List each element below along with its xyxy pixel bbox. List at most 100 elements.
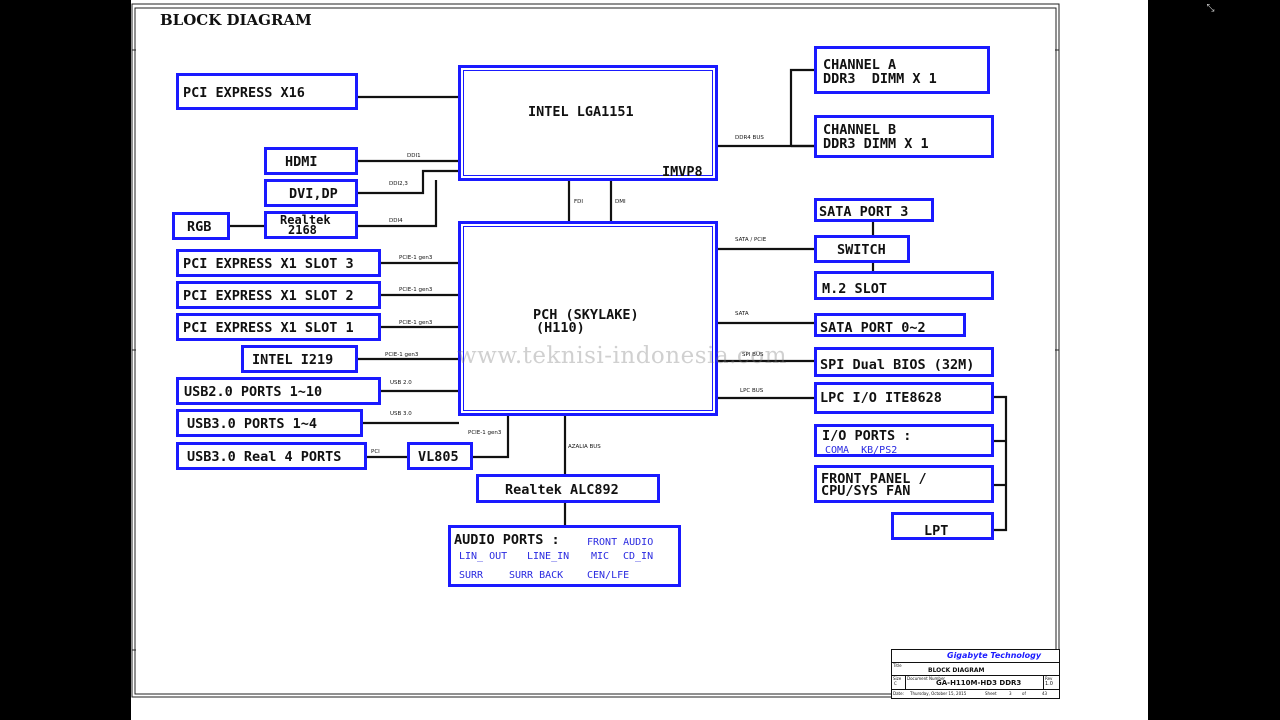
schematic-sheet: BLOCK DIAGRAM INTEL LGA1151 IMVP8 PCH (S…: [131, 0, 1148, 720]
sata-port3-label: SATA PORT 3: [819, 204, 909, 220]
pcie-x1-slot1-block: PCI EXPRESS X1 SLOT 1: [176, 313, 381, 341]
watermark-text: www.teknisi-indonesia.com: [457, 343, 787, 369]
cpu-block: INTEL LGA1151 IMVP8: [458, 65, 718, 181]
bus-ddi1: DDI1: [407, 153, 421, 159]
wire-lpc-bus-right: [992, 395, 1008, 532]
bus-usb20: USB 2.0: [390, 380, 412, 386]
lpc-io-block: LPC I/O ITE8628: [814, 382, 994, 414]
channel-a-line2: DDR3 DIMM X 1: [823, 71, 937, 87]
rgb-label: RGB: [187, 219, 212, 235]
m2-slot-block: M.2 SLOT: [814, 271, 994, 300]
tb-divider: [892, 675, 1059, 676]
vl805-label: VL805: [418, 449, 459, 465]
wire-chan-a: [789, 68, 814, 146]
bus-lpc: LPC BUS: [740, 388, 764, 394]
bus-pcie-gen3-slot1: PCIE-1 gen3: [399, 320, 433, 326]
channel-b-line2: DDR3 DIMM X 1: [823, 136, 929, 152]
bus-ddi4: DDI4: [389, 218, 403, 224]
company-name: Gigabyte Technology: [947, 651, 1042, 660]
lpc-io-label: LPC I/O ITE8628: [820, 390, 942, 406]
pcie-x1-slot1-label: PCI EXPRESS X1 SLOT 1: [183, 320, 354, 336]
sata-port3-block: SATA PORT 3: [814, 198, 934, 222]
tb-divider: [1043, 675, 1044, 689]
bus-pcie-gen3-i219: PCIE-1 gen3: [385, 352, 419, 358]
m2-slot-label: M.2 SLOT: [822, 281, 888, 297]
wiring-layer: [131, 3, 1060, 698]
inner-frame: [134, 7, 1057, 695]
front-panel-line1: FRONT PANEL /: [821, 471, 927, 487]
realtek-2168-line1: Realtek: [280, 213, 331, 227]
bus-pcie-gen3-vl805: PCIE-1 gen3: [468, 430, 502, 436]
usb2-ports-block: USB2.0 PORTS 1~10: [176, 377, 381, 405]
spi-bios-block: SPI Dual BIOS (32M): [814, 347, 994, 377]
lpt-label: LPT: [924, 523, 949, 539]
pcie-x1-slot2-label: PCI EXPRESS X1 SLOT 2: [183, 288, 354, 304]
switch-label: SWITCH: [837, 242, 886, 258]
channel-a-block: CHANNEL A DDR3 DIMM X 1: [814, 46, 990, 94]
bus-sata: SATA: [735, 311, 749, 317]
bus-pcie-gen3-slot2: PCIE-1 gen3: [399, 287, 433, 293]
pcie-x1-slot3-label: PCI EXPRESS X1 SLOT 3: [183, 256, 354, 272]
usb2-ports-label: USB2.0 PORTS 1~10: [184, 384, 323, 400]
tb-size-label: Size: [893, 676, 902, 681]
pcie-x16-label: PCI EXPRESS X16: [183, 85, 305, 101]
pch-block: PCH (SKYLAKE) (H110): [458, 221, 718, 416]
tb-sheet-value: 3: [1009, 691, 1012, 696]
tb-docnum-label: Document Number: [907, 676, 946, 681]
tb-divider: [892, 689, 1059, 690]
sata-port02-block: SATA PORT 0~2: [814, 313, 966, 337]
front-panel-block: FRONT PANEL / CPU/SYS FAN: [814, 465, 994, 503]
tb-divider: [892, 662, 1059, 663]
audio-surr-back-label: SURR BACK: [509, 570, 564, 581]
bus-ddr4: DDR4 BUS: [735, 135, 764, 141]
audio-cen-lfe-label: CEN/LFE: [587, 570, 630, 581]
spi-bios-label: SPI Dual BIOS (32M): [820, 357, 975, 373]
tb-of-value: 43: [1042, 691, 1048, 696]
audio-ports-label: AUDIO PORTS :: [454, 532, 560, 548]
audio-cd-in-label: CD_IN: [623, 551, 654, 562]
sata-port02-label: SATA PORT 0~2: [820, 320, 926, 336]
bus-usb30: USB 3.0: [390, 411, 412, 417]
front-panel-line2: CPU/SYS FAN: [821, 483, 911, 499]
audio-surr-label: SURR: [459, 570, 484, 581]
dvi-dp-block: DVI,DP: [264, 179, 358, 207]
tb-sheet-label: Sheet: [985, 691, 997, 696]
pcie-x1-slot2-block: PCI EXPRESS X1 SLOT 2: [176, 281, 381, 309]
audio-line-in-label: LINE_IN: [527, 551, 570, 562]
tb-date-value: Thursday, October 15, 2015: [910, 691, 967, 696]
pch-label-line1: PCH (SKYLAKE): [533, 307, 639, 323]
bus-pcie-gen3-slot3: PCIE-1 gen3: [399, 255, 433, 261]
io-ports-sub-label: COMA KB/PS2: [825, 445, 898, 456]
wire-vl805: [473, 414, 510, 459]
dvi-dp-label: DVI,DP: [289, 186, 338, 202]
pch-label-line2: (H110): [536, 320, 585, 336]
wire-ddi23: [357, 169, 459, 195]
io-ports-label: I/O PORTS :: [822, 428, 912, 444]
usb3-real-label: USB3.0 Real 4 PORTS: [187, 449, 342, 465]
io-ports-block: I/O PORTS : COMA KB/PS2: [814, 424, 994, 457]
intel-i219-block: INTEL I219: [241, 345, 358, 373]
channel-b-line1: CHANNEL B: [823, 122, 897, 138]
audio-mic-label: MIC: [591, 551, 610, 562]
usb3-real-block: USB3.0 Real 4 PORTS: [176, 442, 367, 470]
bus-azalia: AZALIA BUS: [568, 444, 601, 450]
imvp-label: IMVP8: [662, 164, 703, 180]
usb3-ports-label: USB3.0 PORTS 1~4: [187, 416, 318, 432]
tb-rev-value: 1.0: [1045, 681, 1053, 687]
alc892-block: Realtek ALC892: [476, 474, 660, 503]
cpu-label: INTEL LGA1151: [528, 104, 634, 120]
tb-divider: [905, 675, 906, 689]
title-block: Gigabyte Technology Title BLOCK DIAGRAM …: [891, 649, 1060, 699]
page-title: BLOCK DIAGRAM: [160, 11, 312, 29]
bus-spi: SPI BUS: [742, 352, 764, 358]
channel-a-line1: CHANNEL A: [823, 57, 897, 73]
realtek-2168-line2: 2168: [288, 223, 317, 237]
tb-of-label: of: [1022, 691, 1026, 696]
switch-block: SWITCH: [814, 235, 910, 263]
audio-front-label: FRONT AUDIO: [587, 537, 654, 548]
pcie-x16-block: PCI EXPRESS X16: [176, 73, 358, 110]
alc892-label: Realtek ALC892: [505, 482, 619, 498]
intel-i219-label: INTEL I219: [252, 352, 334, 368]
expand-icon[interactable]: ⤡: [1206, 3, 1215, 14]
tb-rev-label: Rev: [1045, 676, 1053, 681]
